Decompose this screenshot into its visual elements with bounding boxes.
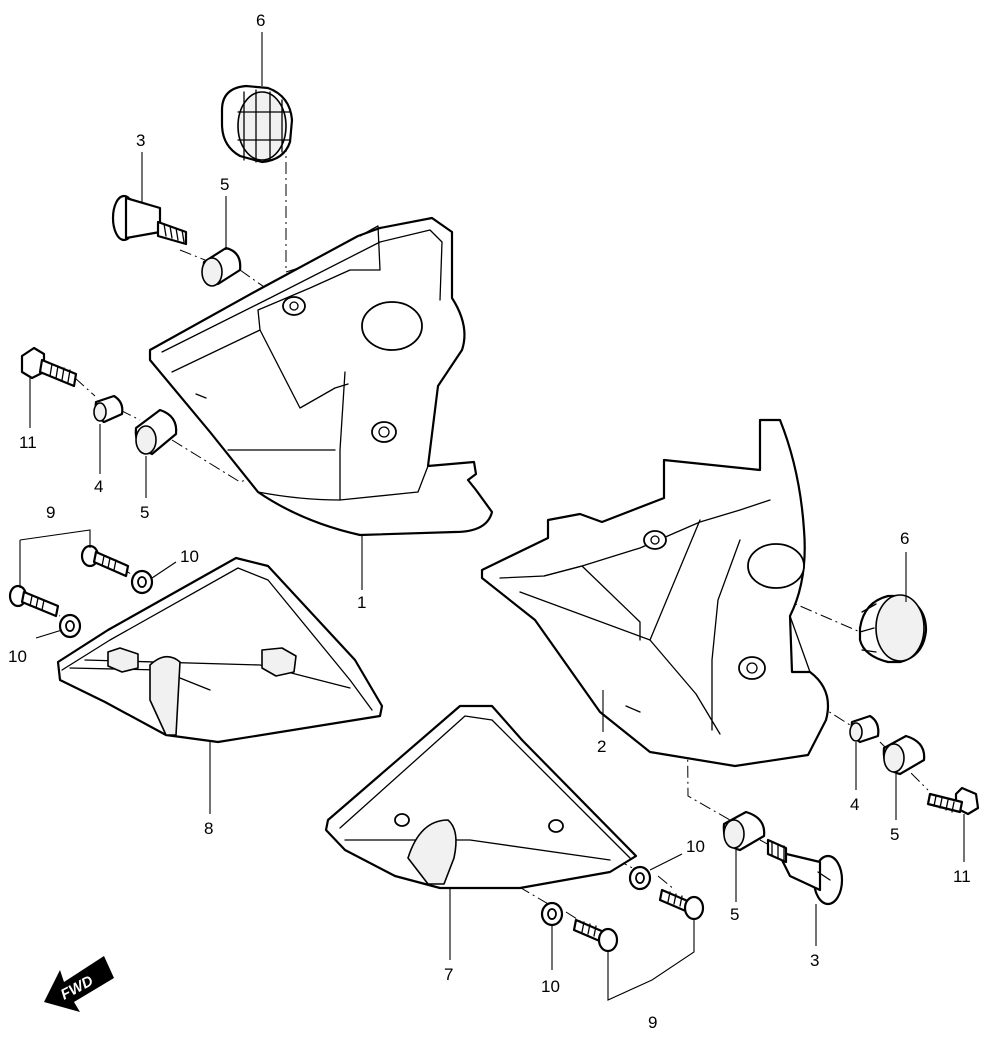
part-10-washer-mid-bottom — [540, 901, 564, 927]
part-1-cover — [148, 216, 494, 537]
callout-9-left: 9 — [46, 503, 55, 522]
callout-10-mid-top: 10 — [686, 837, 705, 856]
callout-3-top: 3 — [136, 131, 145, 150]
leader-lines — [19, 32, 965, 1001]
part-8-fairing — [56, 556, 384, 744]
callout-7: 7 — [444, 965, 453, 984]
callout-4-left: 4 — [94, 477, 103, 496]
fwd-arrow-icon — [44, 956, 114, 1012]
callout-6-top: 6 — [256, 11, 265, 30]
part-10-washer-left-top — [130, 569, 154, 595]
callout-6-right: 6 — [900, 529, 909, 548]
callout-3-bottom: 3 — [810, 951, 819, 970]
part-4-collar-left — [93, 394, 124, 424]
part-9-screw-left-bottom — [8, 584, 60, 618]
part-11-bolt-left — [20, 346, 78, 388]
callout-1: 1 — [357, 593, 366, 612]
part-6-cap-top — [220, 84, 294, 164]
part-7-fairing — [324, 704, 638, 890]
callout-8: 8 — [204, 819, 213, 838]
callout-11-right: 11 — [953, 867, 971, 886]
part-3-bolt-bottom — [766, 838, 844, 906]
part-9-screw-left-top — [80, 544, 130, 578]
callout-5-top: 5 — [220, 175, 229, 194]
callout-5-mid: 5 — [730, 905, 739, 924]
part-3-bolt-top — [111, 194, 188, 246]
part-10-washer-left-bottom — [58, 613, 82, 639]
part-5-grommet-mid — [722, 810, 766, 852]
callout-5-left: 5 — [140, 503, 149, 522]
callout-4-right: 4 — [850, 795, 859, 814]
part-9-screw-bottom-right — [658, 888, 705, 921]
part-4-collar-right — [849, 714, 880, 744]
callout-10-left-bottom: 10 — [8, 647, 27, 666]
fwd-badge: FWD — [44, 956, 114, 1012]
part-5-grommet-left — [134, 408, 178, 456]
callout-2: 2 — [597, 737, 606, 756]
part-5-grommet-top — [201, 246, 242, 287]
part-2-cover — [480, 418, 830, 768]
part-9-screw-bottom-left — [572, 918, 619, 953]
part-6-cap-right — [858, 594, 928, 664]
callout-10-left-top: 10 — [180, 547, 199, 566]
callout-10-mid-bottom: 10 — [541, 977, 560, 996]
callout-numbers: 6 3 5 11 4 5 9 10 10 1 6 2 8 4 5 11 10 5… — [8, 11, 971, 1032]
part-10-washer-mid-top — [628, 865, 652, 891]
callout-5-right: 5 — [890, 825, 899, 844]
part-5-grommet-right — [882, 734, 926, 776]
part-11-bolt-right — [926, 786, 980, 816]
callout-9-bottom: 9 — [648, 1013, 657, 1032]
callout-11-left: 11 — [19, 433, 37, 452]
